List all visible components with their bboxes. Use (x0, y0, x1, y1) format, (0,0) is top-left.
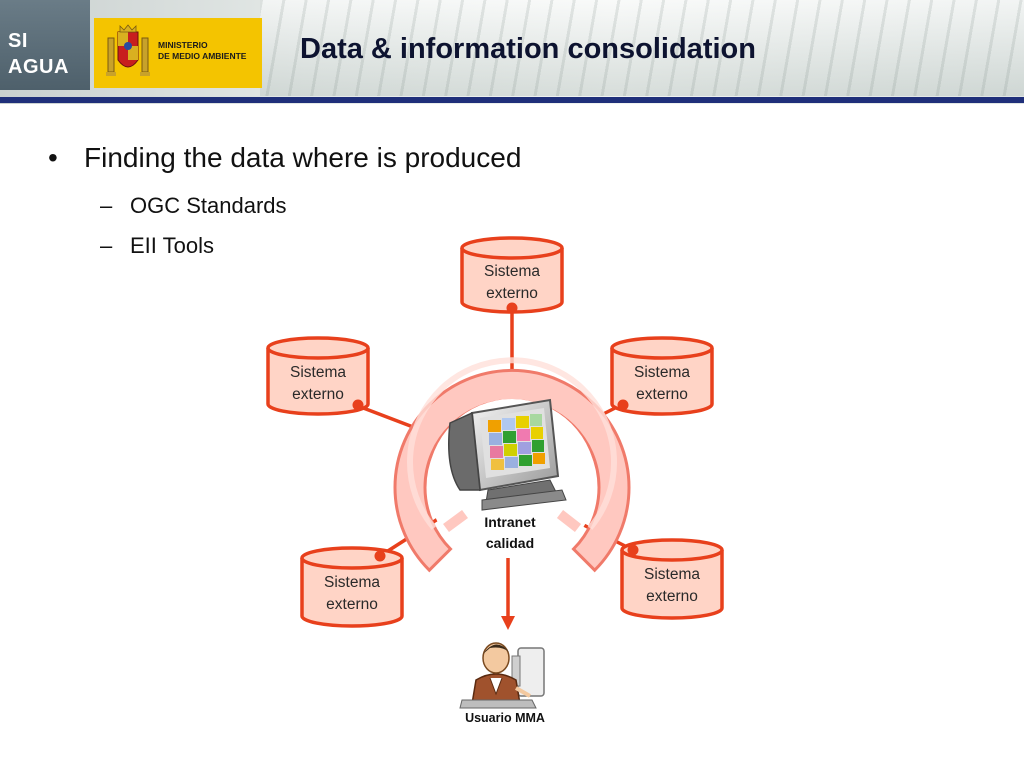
connector-dot (374, 550, 386, 562)
ministry-logo: MINISTERIO DE MEDIO AMBIENTE (94, 18, 262, 88)
system-label-lower-right: Sistema externo (644, 566, 700, 605)
hub-label: Intranet calidad (484, 514, 536, 551)
arrow-to-user (501, 558, 515, 630)
logo-text-si: SI (8, 30, 28, 52)
header-background-image (260, 0, 1024, 96)
monitor-icon (448, 398, 567, 511)
bullet-sub-eii: –EII Tools (100, 233, 214, 259)
bullet-sub-text: EII Tools (130, 233, 214, 258)
bullet-main: • Finding the data where is produced (48, 142, 521, 174)
ring-fade-left (443, 509, 468, 533)
ministry-name: MINISTERIO DE MEDIO AMBIENTE (158, 40, 247, 61)
architecture-diagram: Sistema externo Sistema externo Sistema … (250, 228, 750, 738)
bullet-sub-text: OGC Standards (130, 193, 287, 218)
coat-of-arms-icon (106, 24, 150, 76)
diagram-canvas (266, 236, 724, 709)
bullet-main-text: Finding the data where is produced (84, 142, 522, 173)
slide-title: Data & information consolidation (300, 33, 756, 65)
cylinder-upper-right (610, 336, 714, 416)
cylinder-lower-right (620, 538, 724, 620)
user-at-computer-icon (459, 642, 545, 709)
dash-icon: – (100, 233, 113, 258)
logo-text-agua: AGUA (8, 56, 69, 78)
connector-dot (627, 544, 639, 556)
cylinder-upper-left (266, 336, 370, 416)
connector-dots (352, 302, 639, 562)
slide-header: SI AGUA MINISTERIO DE MEDIO AMBIENTE Dat… (0, 0, 1024, 104)
user-label: Usuario MMA (465, 711, 545, 725)
system-label-lower-left: Sistema externo (324, 574, 380, 613)
system-label-upper-right: Sistema externo (634, 364, 690, 403)
siagua-logo: SI AGUA (0, 0, 90, 90)
bullet-sub-ogc: –OGC Standards (100, 193, 287, 219)
system-label-top: Sistema externo (484, 263, 540, 302)
cylinder-top (460, 236, 564, 314)
system-label-upper-left: Sistema externo (290, 364, 346, 403)
dash-icon: – (100, 193, 113, 218)
header-divider (0, 97, 1024, 103)
connector-dot (617, 399, 629, 411)
ring-highlight (407, 357, 617, 530)
connector-dot (352, 399, 364, 411)
bullet-dot-icon: • (48, 142, 58, 173)
ring-fade-right (556, 510, 582, 532)
connector-dot (506, 302, 518, 314)
